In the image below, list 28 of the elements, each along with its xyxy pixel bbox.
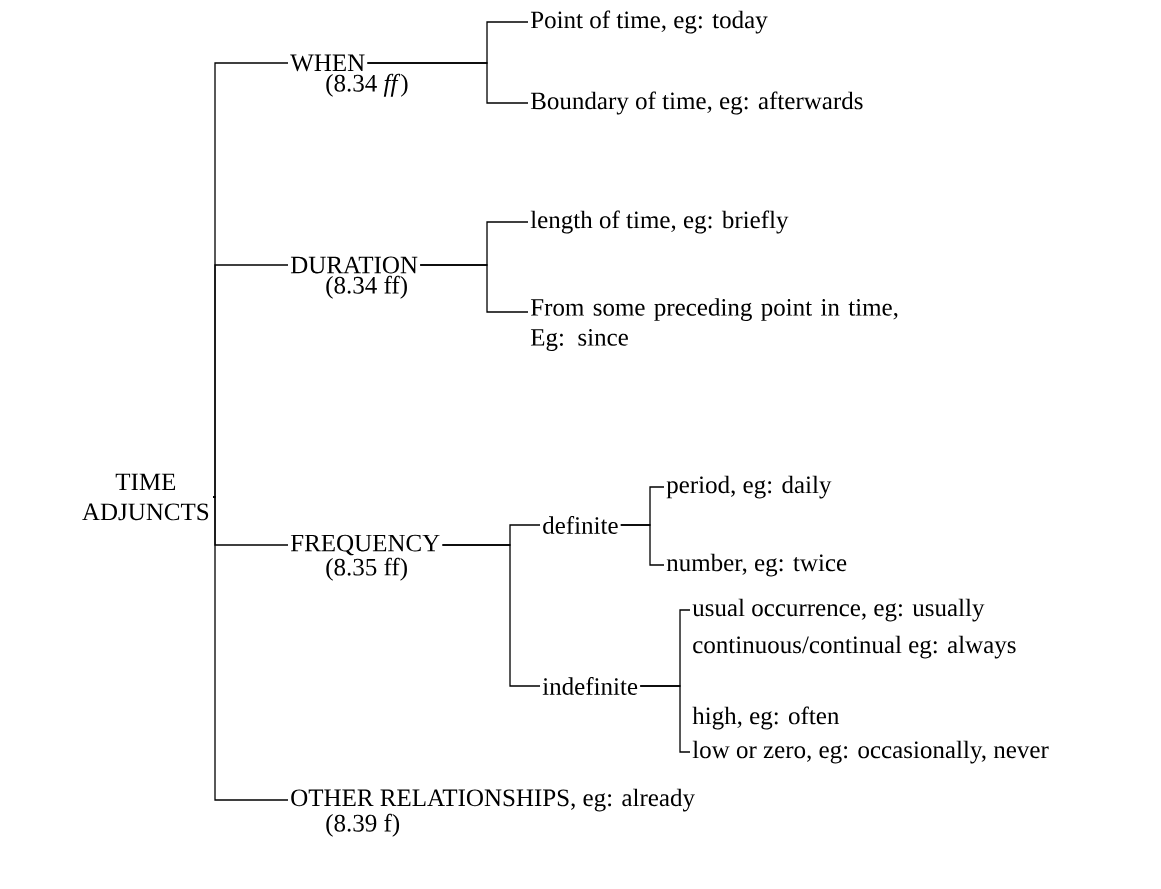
branch-label: FREQUENCY [290,534,440,556]
reference-label: (8.35 ff) [326,557,407,581]
branch-label: OTHER RELATIONSHIPS, eg: already [291,788,695,812]
branch-label: length of time, eg: briefly [530,210,789,234]
branch-label: Boundary of time, eg: afterwards [530,91,863,115]
branch-label: indefinite [542,677,638,695]
branch-label: DURATION [290,256,418,274]
reference-label: (8.39 f) [326,813,400,837]
branch-label: number, eg: twice [666,553,847,577]
branch-label: low or zero, eg: occasionally, never [692,740,1049,764]
branch-label: definite [543,516,618,534]
example-label: continuous/continual eg: always [693,635,1016,659]
branch-label: TIME ADJUNCTS [82,473,209,521]
branch-label: WHEN [290,54,365,72]
branch-label: usual occurrence, eg: usually [692,598,985,622]
connector-line [366,62,529,104]
reference-label: (8.34 ff) [326,73,408,97]
reference-label: (8.34 ff) [326,275,407,299]
branch-label: From some preceding point in time, Eg: since [530,298,898,351]
branch-label: period, eg: daily [666,475,832,499]
connector-line [441,544,541,687]
branch-label: Point of time, eg: today [530,10,768,34]
connector-line [639,685,691,753]
connector-line [620,524,665,566]
example-label: high, eg: often [692,706,840,730]
connector-line [419,264,529,313]
connector-line [212,496,289,801]
connector-line [212,264,289,498]
